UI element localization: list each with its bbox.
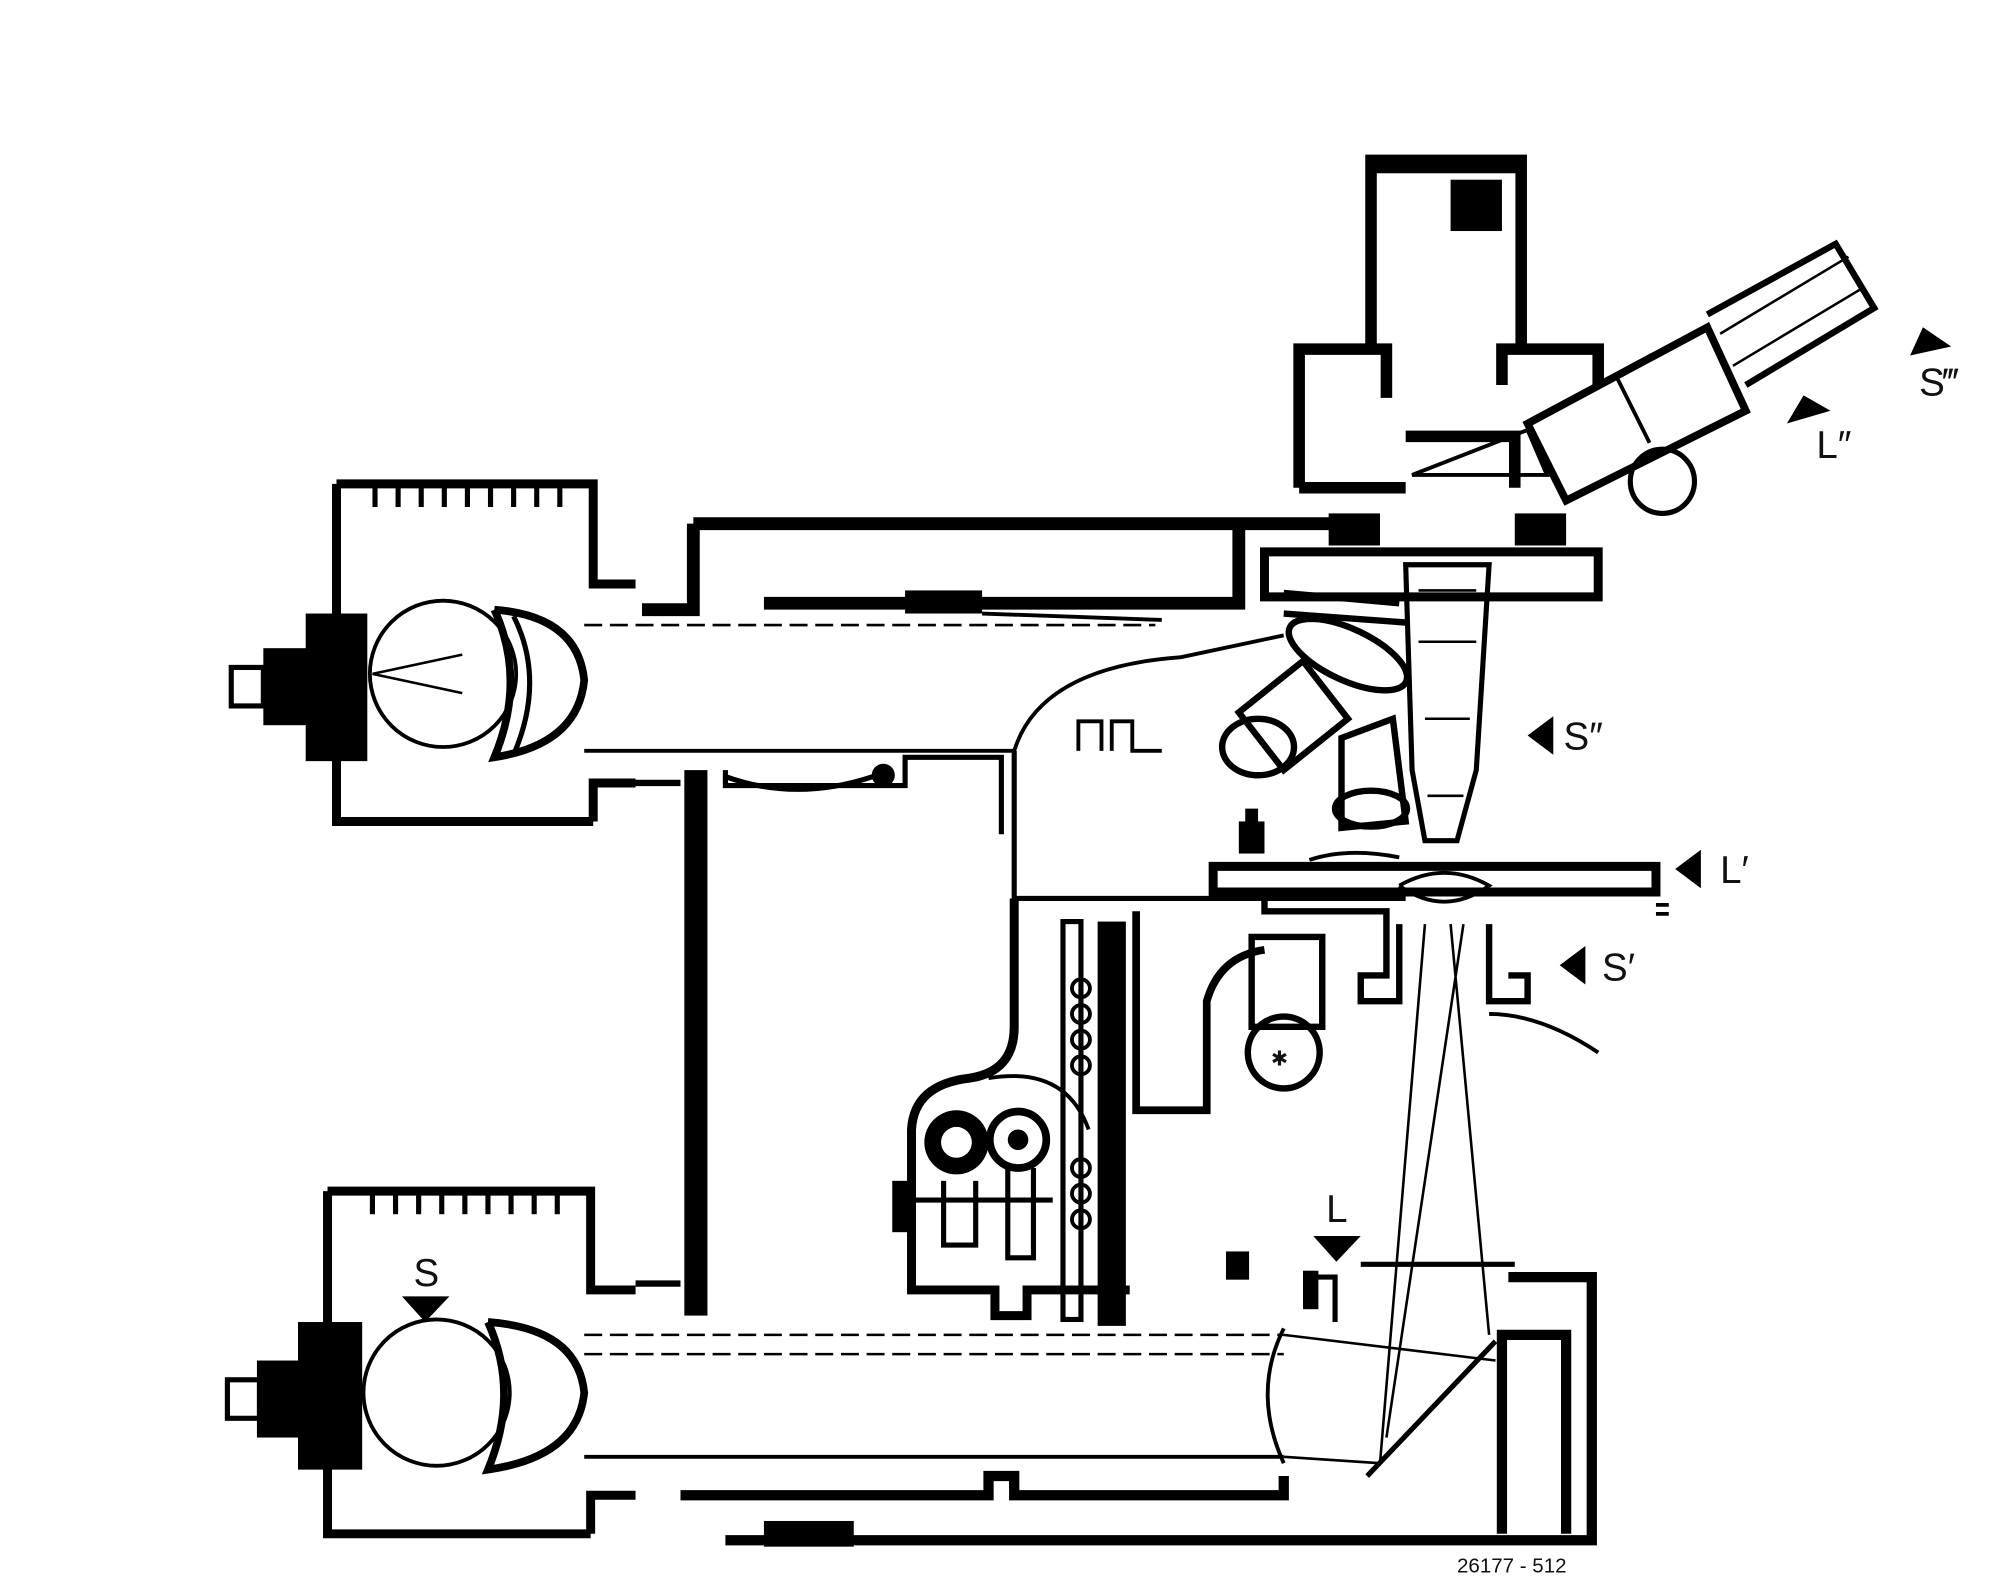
label-l: L (1326, 1188, 1347, 1231)
focus-mechanism (892, 898, 1266, 1326)
label-l-prime: L′ (1720, 849, 1749, 892)
column (635, 750, 1406, 1316)
figure-code: 26177 - 512 (1457, 1554, 1567, 1577)
base (584, 923, 1597, 1547)
label-s-double: S″ (1564, 716, 1603, 759)
upper-bulb (367, 598, 519, 749)
label-s: S (414, 1252, 440, 1295)
s-triple-marker-icon (1910, 327, 1952, 356)
stage: ✱ (1208, 808, 1669, 1092)
s-double-marker-icon (1527, 716, 1554, 755)
objectives (1218, 562, 1492, 844)
upper-arm (584, 517, 1336, 753)
fine-focus-gear (985, 1107, 1051, 1172)
l-marker-icon (1313, 1236, 1361, 1262)
l-prime-marker-icon (1675, 849, 1701, 889)
s-marker-icon (401, 1296, 450, 1323)
s-prime-marker-icon (1559, 945, 1586, 985)
microscope-head (1259, 154, 1879, 602)
lower-lamp-housing (224, 1186, 636, 1539)
labels: S‴ L″ S″ L′ S′ L S 26177 - 512 (401, 327, 1959, 1577)
label-s-triple: S‴ (1919, 361, 1959, 404)
l-double-marker-icon (1786, 395, 1831, 424)
label-s-prime: S′ (1602, 947, 1635, 990)
upper-lamp-housing (228, 479, 636, 826)
svg-text:✱: ✱ (1271, 1047, 1288, 1070)
lower-bulb (361, 1317, 512, 1468)
label-l-double: L″ (1816, 424, 1851, 467)
